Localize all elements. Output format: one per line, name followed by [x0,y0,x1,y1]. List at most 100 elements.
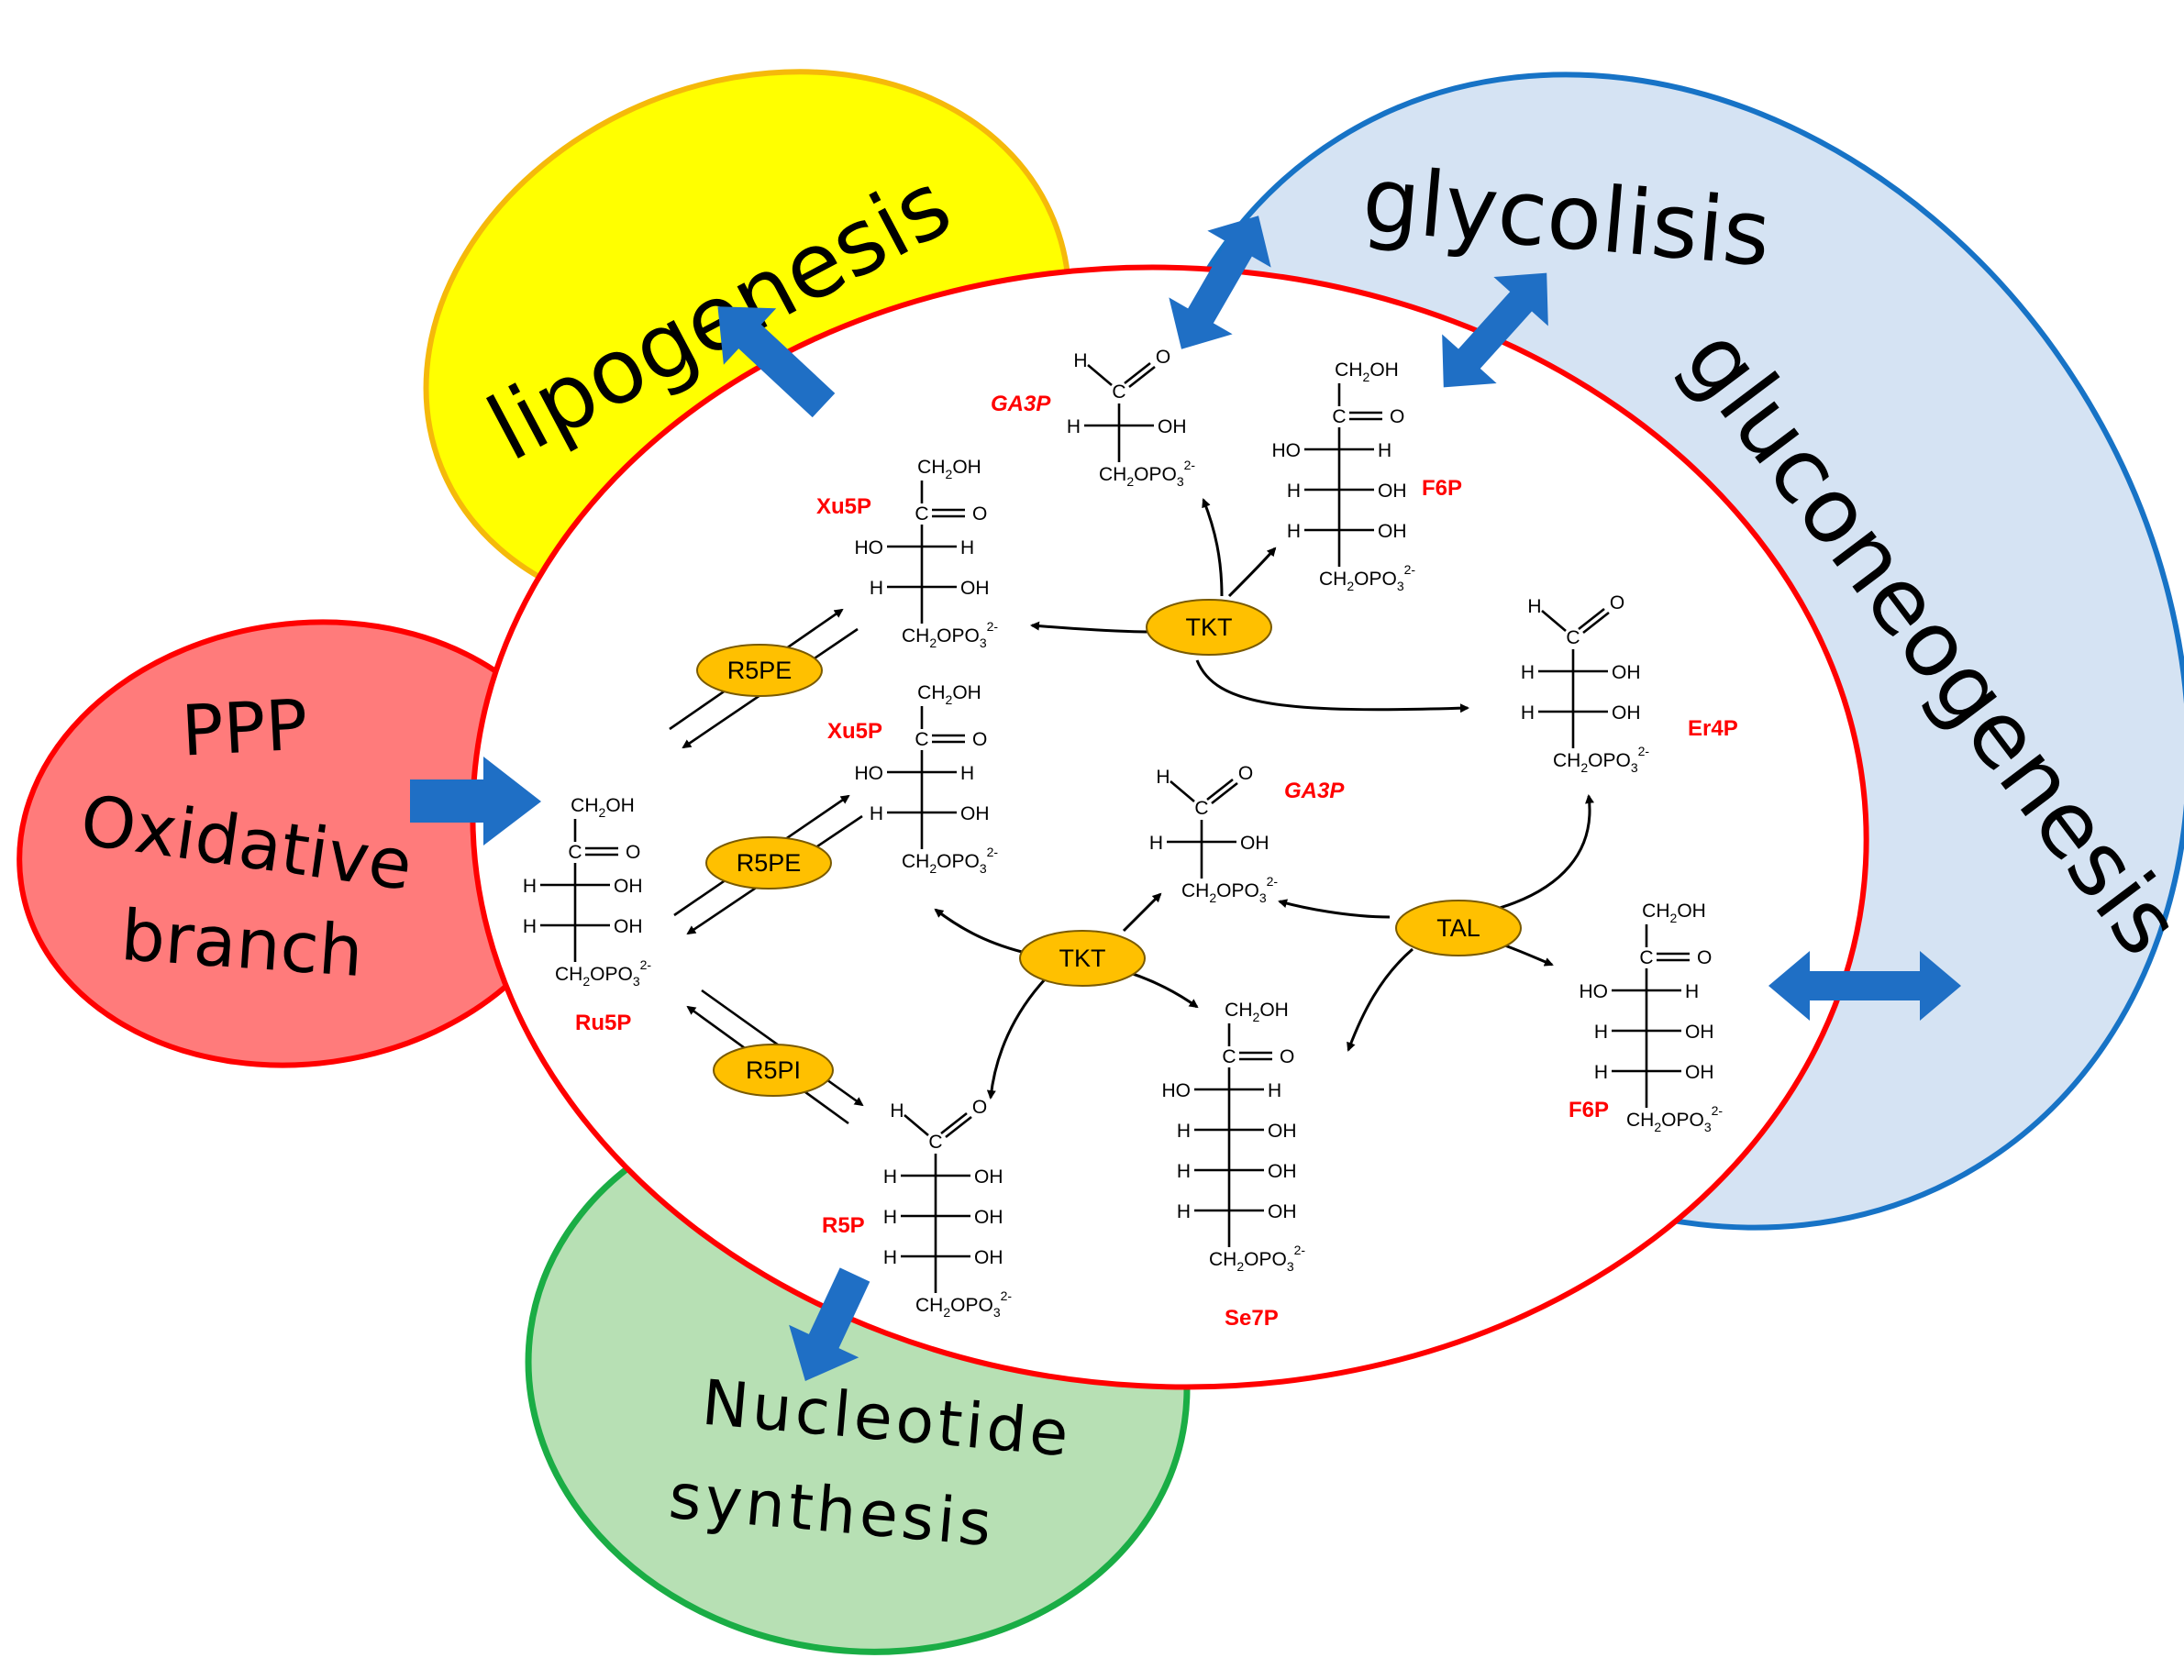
atom-label: C [1222,1046,1236,1067]
atom-label: H [1287,481,1301,502]
enzyme-label: TKT [1059,945,1106,972]
molecule-label-ru5p: Ru5P [575,1011,631,1035]
enzyme-r5pi: R5PI [713,1044,834,1097]
atom-label: H [523,876,537,897]
atom-label: H [1378,440,1391,461]
atom-label: C [1112,381,1125,403]
atom-label: H [890,1100,904,1122]
atom-label: OH [1268,1121,1297,1142]
atom-label: HO [1580,981,1609,1002]
atom-label: H [1149,833,1163,854]
atom-label: OH [960,578,990,599]
enzyme-label: TAL [1436,914,1480,942]
molecule-label-xu5p-upper: Xu5P [816,494,871,519]
atom-label: C [1194,798,1208,819]
atom-label: C [568,842,582,863]
enzyme-label: R5PE [727,657,793,684]
molecule-label-ga3p-top: GA3P [991,392,1051,416]
atom-label: H [1177,1201,1191,1222]
atom-label: H [1287,521,1301,542]
phosphate-group: CH2OPO32- [555,957,651,989]
molecule-label-er4p: Er4P [1688,716,1738,741]
atom-label: OH [1612,702,1641,724]
ppp-label-line3: branch [118,894,366,992]
atom-label: H [960,763,974,784]
enzyme-r5pe-upper: R5PE [696,644,823,697]
atom-label: H [1527,596,1541,617]
atom-label: H [1067,416,1081,437]
atom-label: H [1268,1080,1281,1101]
molecule-label-ga3p-mid: GA3P [1284,779,1345,803]
ch2oh-group: CH2OH [571,795,635,820]
atom-label: H [1521,702,1535,724]
atom-label: O [1238,763,1253,784]
enzyme-tkt-upper: TKT [1146,599,1272,656]
ppp-input-arrow [410,757,541,846]
atom-label: HO [1162,1080,1192,1101]
atom-label: HO [1272,440,1302,461]
enzyme-tkt-lower: TKT [1019,930,1146,987]
atom-label: O [972,503,987,525]
atom-label: H [1594,1022,1608,1043]
atom-label: H [1073,350,1087,371]
atom-label: H [883,1166,897,1188]
atom-label: O [1697,947,1712,968]
atom-label: OH [1612,662,1641,683]
atom-label: H [883,1247,897,1268]
atom-label: OH [974,1166,1003,1188]
atom-label: C [1332,406,1346,427]
atom-label: H [960,537,974,558]
ch2oh-group: CH2OH [1225,1000,1289,1024]
phosphate-group: CH2OPO32- [1181,874,1278,905]
atom-label: C [915,729,928,750]
glycolysis-exchange-arrow-2 [1442,272,1548,388]
atom-label: OH [1158,416,1187,437]
flux-arrows [410,216,1961,1382]
ch2oh-group: CH2OH [1335,359,1399,384]
phosphate-group: CH2OPO32- [1553,744,1649,775]
ch2oh-group: CH2OH [1642,901,1706,925]
atom-label: O [1280,1046,1294,1067]
phosphate-group: CH2OPO32- [915,1288,1012,1320]
phosphate-group: CH2OPO32- [1319,562,1415,593]
atom-label: OH [1378,521,1407,542]
phosphate-group: CH2OPO32- [1209,1243,1305,1274]
atom-label: O [972,729,987,750]
atom-label: O [1610,592,1624,613]
atom-label: OH [614,876,643,897]
atom-label: H [870,803,883,824]
atom-label: C [1566,627,1580,648]
atom-label: OH [614,916,643,937]
atom-label: OH [1268,1201,1297,1222]
atom-label: OH [974,1247,1003,1268]
enzyme-r5pe-lower: R5PE [705,836,832,890]
atom-label: O [1390,406,1404,427]
atom-label: HO [855,763,884,784]
atom-label: HO [855,537,884,558]
atom-label: OH [1378,481,1407,502]
ch2oh-group: CH2OH [917,457,981,481]
nucleotide-arrow [789,1267,870,1382]
enzyme-label: R5PE [737,849,802,877]
atom-label: H [1521,662,1535,683]
phosphate-group: CH2OPO32- [1626,1103,1723,1134]
atom-label: OH [1685,1062,1714,1083]
enzyme-label: R5PI [746,1056,801,1084]
atom-label: OH [1240,833,1269,854]
glycolysis-exchange-arrow-1 [1169,216,1271,349]
ch2oh-group: CH2OH [917,682,981,707]
atom-label: OH [974,1207,1003,1228]
atom-label: OH [1685,1022,1714,1043]
atom-label: O [626,842,640,863]
molecule-label-f6p-right: F6P [1569,1098,1609,1122]
molecule-label-f6p-top: F6P [1422,476,1462,501]
atom-label: H [1685,981,1699,1002]
atom-label: H [1177,1161,1191,1182]
